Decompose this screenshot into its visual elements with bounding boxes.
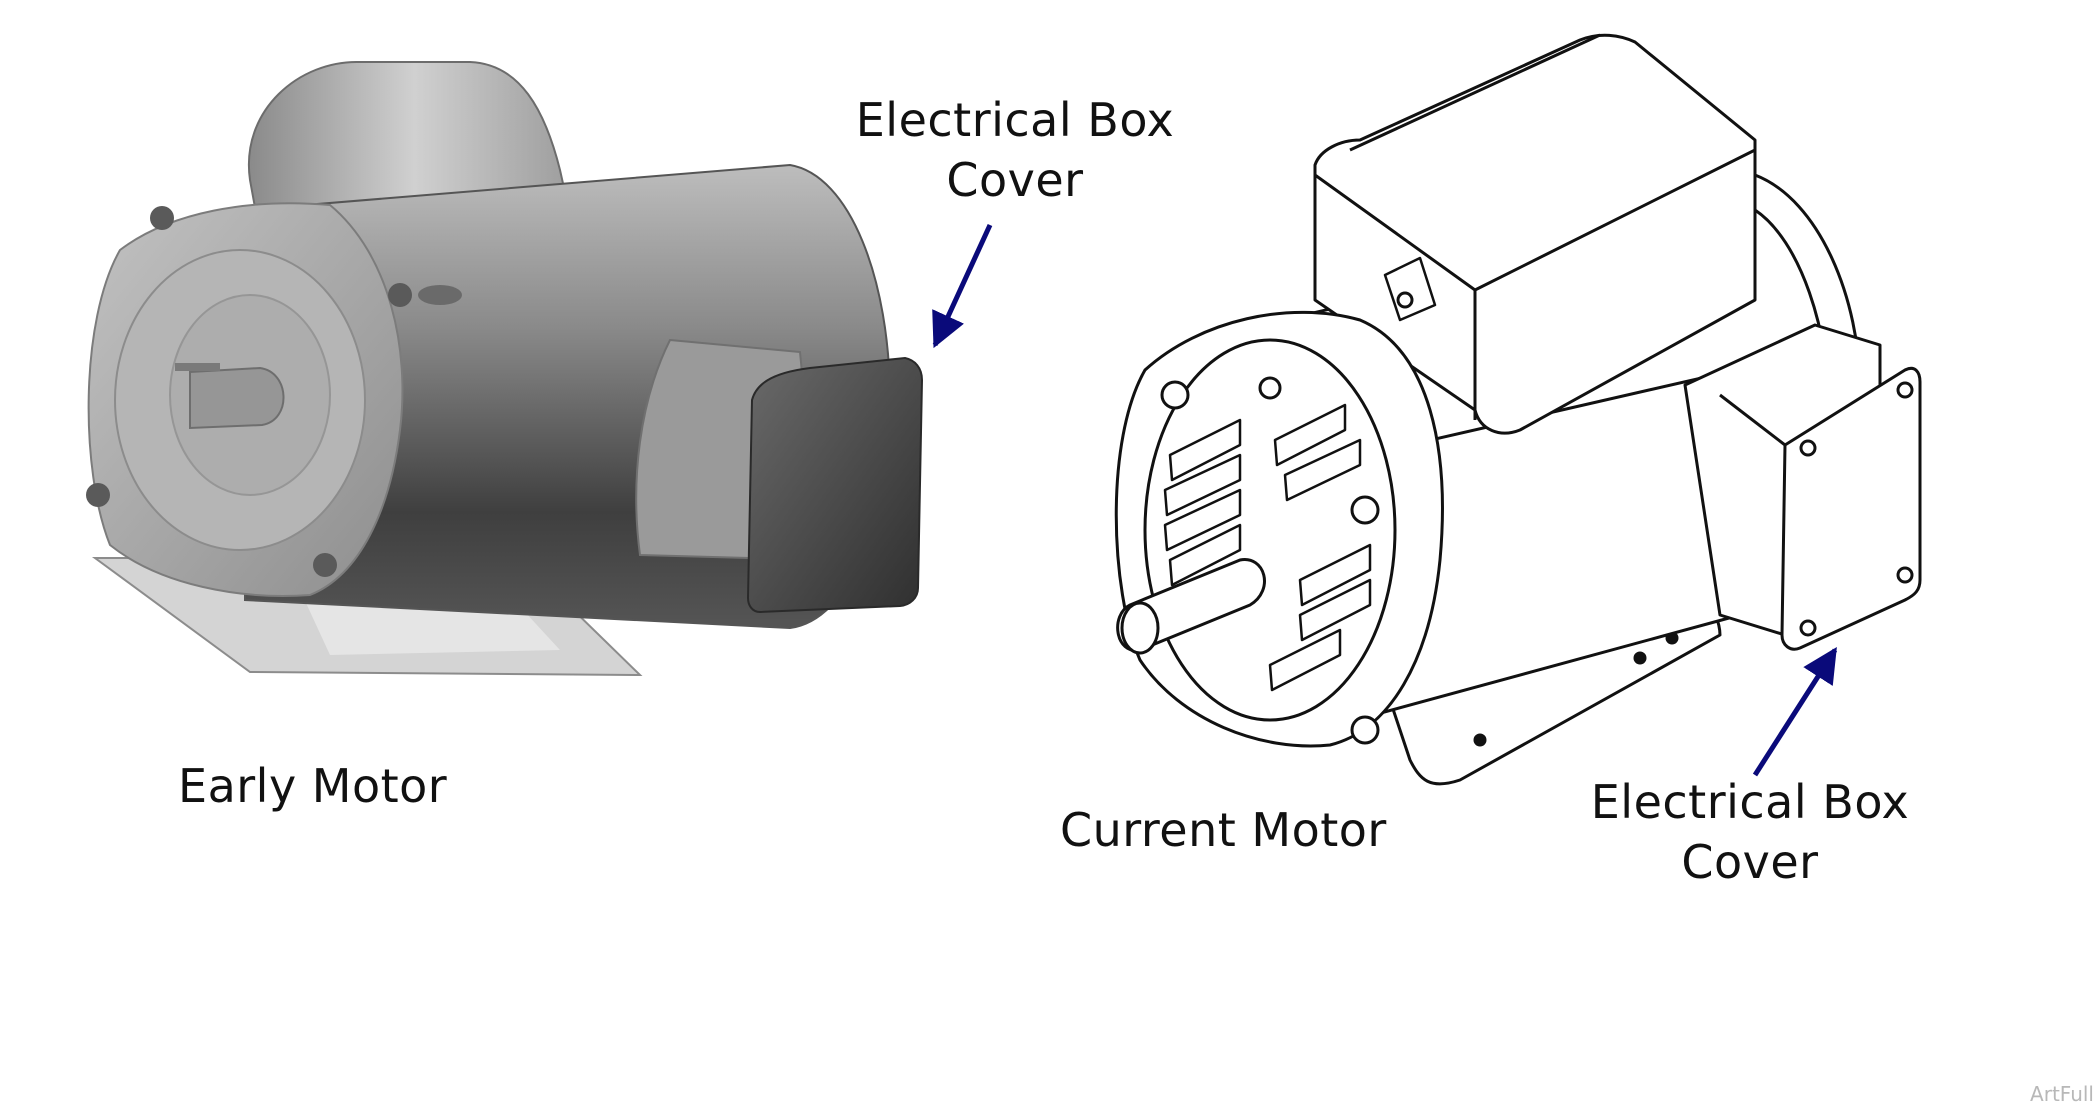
- bolt-icon: [86, 483, 110, 507]
- current-motor-caption: Current Motor: [1060, 803, 1387, 857]
- bolt-icon: [1258, 376, 1282, 400]
- label-line: Cover: [946, 153, 1084, 207]
- watermark: ArtFull: [2030, 1082, 2094, 1106]
- current-electrical-box-cover-label: Electrical Box Cover: [1590, 772, 1910, 892]
- label-line: Electrical Box: [1590, 775, 1910, 829]
- early-callout-arrow: [932, 223, 993, 349]
- current-motor-illustration: [1114, 33, 1922, 786]
- bolt-icon: [150, 206, 174, 230]
- bolt-icon: [1350, 495, 1380, 525]
- early-electrical-box-cover-label: Electrical Box Cover: [855, 90, 1175, 210]
- early-motor-caption: Early Motor: [178, 759, 448, 813]
- bolt-icon: [388, 283, 412, 307]
- early-motor-electrical-box-cover: [746, 356, 924, 614]
- current-motor-vent-slots: [1163, 403, 1372, 692]
- screw-icon: [1896, 566, 1914, 584]
- bolt-icon: [313, 553, 337, 577]
- label-line: Electrical Box: [855, 93, 1175, 147]
- current-callout-arrow: [1752, 647, 1838, 777]
- bolt-icon: [1350, 715, 1380, 745]
- screw-icon: [1799, 619, 1817, 637]
- screw-icon: [1896, 381, 1914, 399]
- bolt-icon: [1160, 380, 1190, 410]
- early-motor-shaft: [189, 366, 285, 430]
- screw-icon: [1799, 439, 1817, 457]
- label-line: Cover: [1681, 835, 1819, 889]
- current-motor-capacitor-box: [1313, 33, 1757, 435]
- current-motor-electrical-box-cover: [1780, 366, 1922, 651]
- early-motor-illustration: [86, 60, 924, 677]
